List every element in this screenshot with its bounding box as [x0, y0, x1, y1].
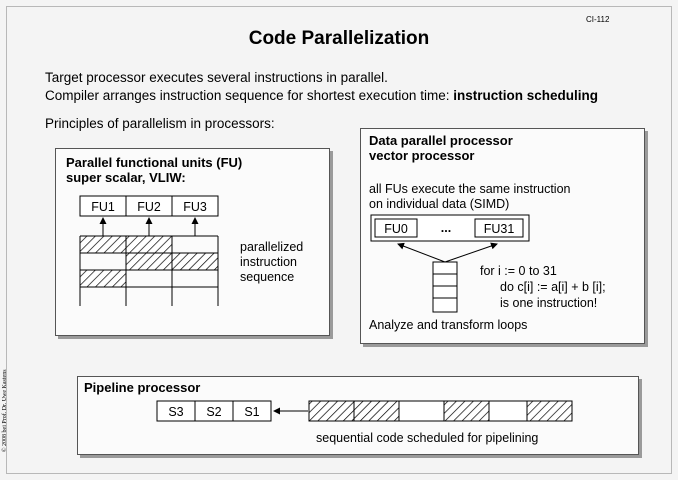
stage-s3-label: S3 — [168, 405, 183, 419]
strip-cell — [488, 400, 528, 422]
simd-code-1: for i := 0 to 31 — [480, 264, 557, 278]
simd-units: FU0 ... FU31 — [370, 214, 530, 242]
fu-box-heading-1: Parallel functional units (FU) — [66, 155, 243, 170]
fu2-label: FU2 — [137, 200, 161, 214]
strip-cell — [308, 400, 355, 422]
fu31-arrow-icon — [444, 242, 498, 263]
instruction-grid — [79, 235, 219, 306]
intro-line-2-emphasis: instruction scheduling — [453, 88, 598, 103]
strip-cell — [398, 400, 445, 422]
fu0-arrow-icon — [397, 242, 446, 263]
intro-line-1: Target processor executes several instru… — [45, 70, 388, 85]
intro-line-2: Compiler arranges instruction sequence f… — [45, 88, 598, 103]
fu-caption-2: instruction — [240, 255, 297, 269]
fu-arrows — [99, 217, 199, 236]
slide-number: CI-112 — [586, 15, 610, 24]
simd-desc-1: all FUs execute the same instruction — [369, 182, 571, 196]
simd-box-heading-1: Data parallel processor — [369, 133, 513, 148]
pipeline-stages: S3 S2 S1 — [156, 400, 308, 422]
fu0-label: FU0 — [384, 222, 408, 236]
stack-frame — [432, 261, 458, 313]
stage-s1-cell — [232, 400, 272, 422]
simd-box-heading-2: vector processor — [369, 148, 475, 163]
stage-s2-label: S2 — [206, 405, 221, 419]
copyright-note: © 2008 bei Prof. Dr. Uwe Kastens — [2, 369, 8, 452]
pipeline-caption: sequential code scheduled for pipelining — [316, 431, 539, 445]
simd-arrows — [397, 242, 498, 263]
fu-units: FU1 FU2 FU3 — [79, 195, 219, 217]
simd-footer: Analyze and transform loops — [369, 318, 528, 332]
strip-cell — [353, 400, 400, 422]
fu0-cell — [374, 218, 418, 238]
simd-desc-2: on individual data (SIMD) — [369, 197, 510, 211]
strip-cell — [443, 400, 490, 422]
fu3-label: FU3 — [183, 200, 207, 214]
fu1-label: FU1 — [91, 200, 115, 214]
fu-box-heading-2: super scalar, VLIW: — [66, 170, 186, 185]
pipeline-box-heading: Pipeline processor — [84, 380, 201, 395]
fu-caption-1: parallelized — [240, 240, 304, 254]
grid-fill — [80, 270, 126, 287]
strip-cell — [526, 400, 573, 422]
principles-heading: Principles of parallelism in processors: — [45, 116, 275, 131]
simd-code-2: do c[i] := a[i] + b [i]; — [500, 280, 606, 294]
simd-instruction-stack — [432, 261, 458, 313]
simd-ellipsis: ... — [441, 221, 451, 235]
page-title: Code Parallelization — [248, 28, 430, 49]
stage-s1-label: S1 — [244, 405, 259, 419]
fu-caption-3: sequence — [240, 270, 295, 284]
fu3-cell — [171, 195, 219, 217]
sequential-code-strip — [308, 400, 573, 422]
fu31-cell — [474, 218, 524, 238]
simd-code-3: is one instruction! — [500, 296, 598, 310]
intro-line-2-text: Compiler arranges instruction sequence f… — [45, 88, 454, 103]
fu31-label: FU31 — [484, 222, 515, 236]
